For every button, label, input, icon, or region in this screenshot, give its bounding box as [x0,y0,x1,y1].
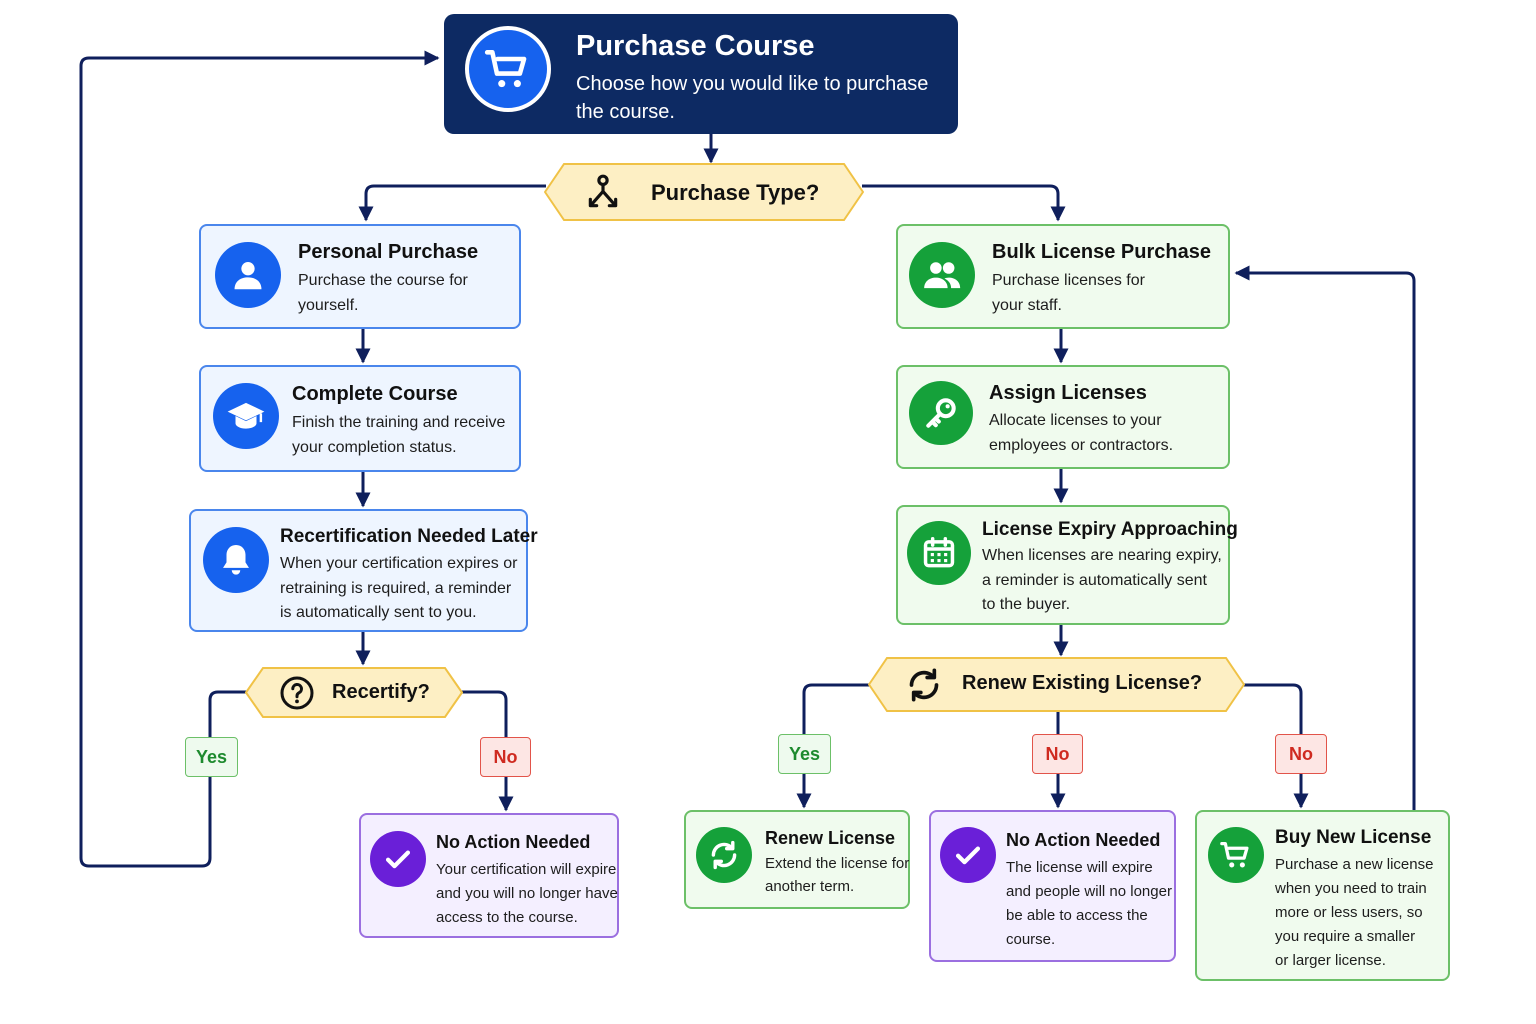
node-personal-purchase: Personal Purchase Purchase the course fo… [199,224,521,329]
arrow-purchase-type-to-personal [358,184,546,222]
node-license-expiry-approaching: License Expiry Approaching When licenses… [896,505,1238,625]
node-description: The license will expire and people will … [1006,859,1172,948]
node-title: Buy New License [1275,827,1432,848]
tag-renew-no-middle: No [1032,734,1083,774]
node-assign-licenses: Assign Licenses Allocate licenses to you… [896,365,1230,469]
shopping-cart-icon [1208,827,1264,883]
tag-recertify-yes: Yes [185,737,238,777]
question-circle-icon [280,676,314,710]
refresh-arrows-icon [909,668,939,702]
tag-renew-no-right: No [1275,734,1327,774]
key-icon [909,381,973,445]
arrow-purchase-type-to-bulk [862,184,1066,222]
node-description: Purchase the course for yourself. [298,272,468,314]
node-no-action-needed-bulk: No Action Needed The license will expire… [929,810,1176,962]
node-description: When licenses are nearing expiry, a remi… [982,547,1222,613]
start-description: Choose how you would like to purchase th… [576,73,929,123]
branch-split-icon [588,174,618,208]
graduation-cap-icon [213,383,279,449]
user-icon [215,242,281,308]
node-title: No Action Needed [436,832,591,852]
tag-renew-yes: Yes [778,734,831,774]
node-title: Assign Licenses [989,382,1147,404]
start-title: Purchase Course [576,30,815,62]
arrow-renew-yes [796,683,870,809]
node-description: Extend the license for another term. [765,855,910,895]
node-complete-course: Complete Course Finish the training and … [199,365,521,472]
node-title: Complete Course [292,383,458,405]
node-description: When your certification expires or retra… [280,555,518,621]
decision-label: Purchase Type? [651,180,820,205]
check-icon [370,831,426,887]
shopping-cart-icon [465,26,551,112]
node-description: Your certification will expire and you w… [436,861,618,926]
node-buy-new-license: Buy New License Purchase a new license w… [1195,810,1450,981]
bell-icon [203,527,269,593]
decision-label: Recertify? [332,681,430,703]
node-title: Personal Purchase [298,241,479,263]
decision-recertify: Recertify? [245,667,463,718]
node-recertification-needed-later: Recertification Needed Later When your c… [189,509,538,632]
node-title: Bulk License Purchase [992,241,1211,263]
line-recertify-yes-loop [79,50,440,868]
start-node-purchase-course: Purchase Course Choose how you would lik… [444,14,958,134]
node-title: Renew License [765,828,896,848]
node-no-action-needed-personal: No Action Needed Your certification will… [359,813,619,938]
node-title: License Expiry Approaching [982,519,1238,540]
refresh-arrows-icon [696,827,752,883]
decision-renew-existing-license: Renew Existing License? [868,657,1245,712]
arrow-renew-no-right [1243,683,1309,809]
decision-label: Renew Existing License? [962,672,1203,694]
tag-recertify-no: No [480,737,531,777]
decision-purchase-type: Purchase Type? [544,163,864,221]
calendar-icon [907,521,971,585]
node-description: Finish the training and receive your com… [292,414,506,456]
node-title: No Action Needed [1006,830,1161,850]
users-icon [909,242,975,308]
node-description: Purchase a new license when you need to … [1275,856,1434,969]
check-icon [940,827,996,883]
arrow-recertify-no [461,690,514,812]
node-description: Purchase licenses for your staff. [992,272,1145,314]
node-title: Recertification Needed Later [280,526,538,547]
line-buy-new-loop [1234,265,1416,810]
node-renew-license: Renew License Extend the license for ano… [684,810,910,909]
node-bulk-license-purchase: Bulk License Purchase Purchase licenses … [896,224,1230,329]
node-description: Allocate licenses to your employees or c… [989,412,1174,454]
